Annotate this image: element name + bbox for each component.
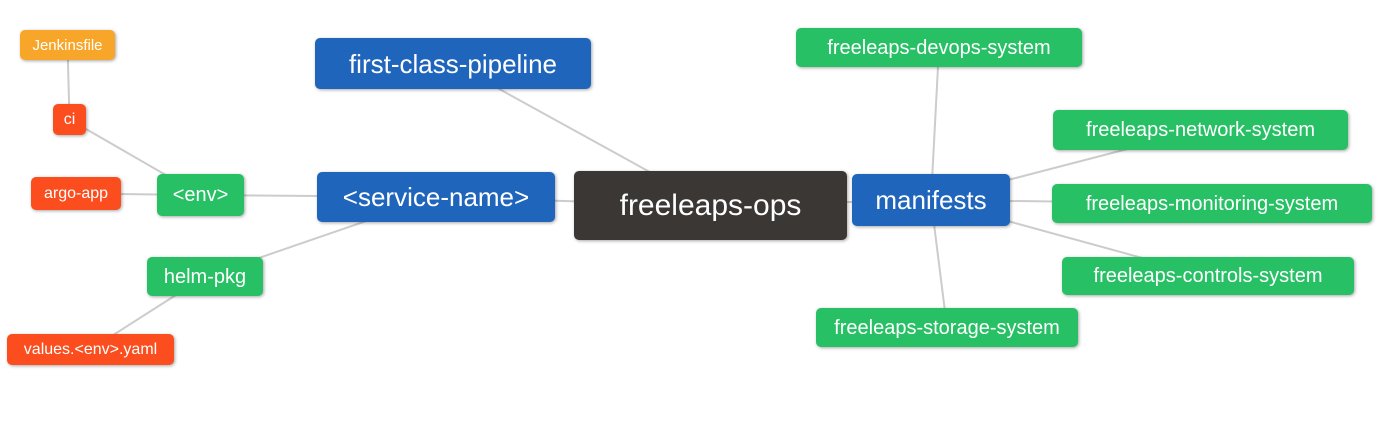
node-freeleaps-monitoring-system[interactable]: freeleaps-monitoring-system bbox=[1052, 184, 1372, 223]
node-ci[interactable]: ci bbox=[53, 104, 86, 135]
node-service-name[interactable]: <service-name> bbox=[317, 172, 555, 222]
node-env[interactable]: <env> bbox=[157, 174, 244, 216]
node-jenkinsfile[interactable]: Jenkinsfile bbox=[20, 30, 115, 60]
node-argo-app[interactable]: argo-app bbox=[31, 177, 121, 210]
node-freeleaps-controls-system[interactable]: freeleaps-controls-system bbox=[1062, 257, 1354, 295]
node-manifests[interactable]: manifests bbox=[852, 174, 1010, 226]
node-values-env-yaml[interactable]: values.<env>.yaml bbox=[7, 334, 174, 365]
node-first-class-pipeline[interactable]: first-class-pipeline bbox=[315, 38, 591, 89]
node-freeleaps-storage-system[interactable]: freeleaps-storage-system bbox=[816, 308, 1078, 347]
node-freeleaps-network-system[interactable]: freeleaps-network-system bbox=[1053, 110, 1348, 150]
node-freeleaps-devops-system[interactable]: freeleaps-devops-system bbox=[796, 28, 1082, 67]
node-freeleaps-ops[interactable]: freeleaps-ops bbox=[574, 171, 847, 240]
node-helm-pkg[interactable]: helm-pkg bbox=[147, 257, 263, 296]
